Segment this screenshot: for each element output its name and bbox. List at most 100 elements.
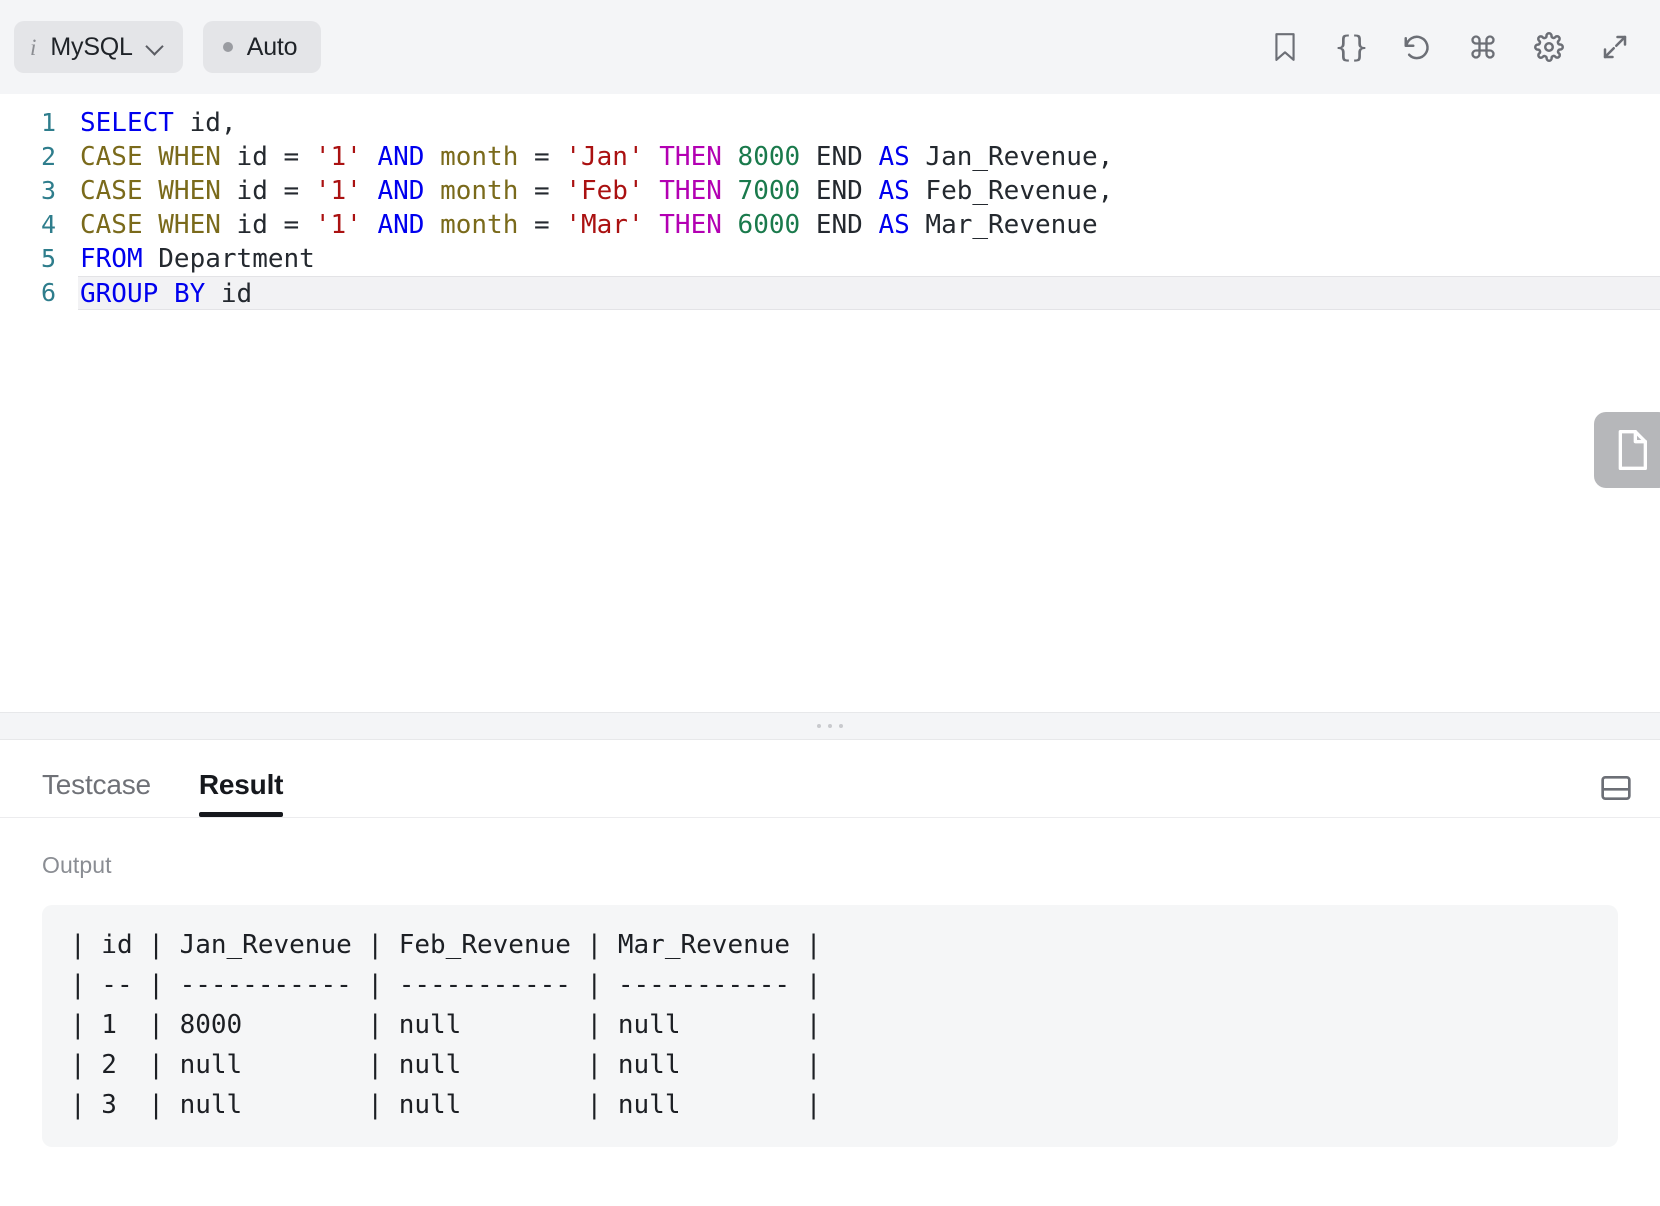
line-number: 5 — [40, 244, 56, 273]
tab-testcase[interactable]: Testcase — [42, 769, 151, 800]
gear-icon[interactable] — [1532, 30, 1566, 64]
line-text[interactable]: GROUP BY id — [78, 276, 1660, 310]
status-dot-icon — [222, 42, 233, 52]
line-number: 1 — [40, 108, 56, 137]
output-row: | id | Jan_Revenue | Feb_Revenue | Mar_R… — [70, 930, 822, 960]
code-token: '1' — [314, 176, 362, 206]
result-tabbar: Testcase Result — [0, 740, 1660, 818]
code-token: BY — [173, 279, 206, 309]
code-line[interactable]: 1 SELECT id, — [0, 106, 1660, 140]
line-text[interactable]: CASE WHEN id = '1' AND month = 'Mar' THE… — [78, 208, 1660, 242]
code-token: CASE — [80, 210, 143, 240]
code-token: 7000 — [737, 176, 801, 206]
expand-diagonal-icon[interactable] — [1598, 30, 1632, 64]
line-text[interactable]: FROM Department — [78, 242, 1660, 276]
code-token: Feb_Revenue, — [909, 176, 1114, 206]
code-token: END — [800, 176, 879, 206]
code-token: WHEN — [158, 142, 221, 172]
code-token: id — [205, 279, 253, 309]
braces-icon[interactable]: {} — [1334, 29, 1369, 64]
code-token — [362, 142, 378, 172]
code-token — [362, 210, 378, 240]
code-token: CASE — [80, 176, 143, 206]
code-token — [362, 176, 378, 206]
code-token: = — [518, 210, 566, 240]
code-token: CASE — [80, 142, 143, 172]
line-text[interactable]: CASE WHEN id = '1' AND month = 'Jan' THE… — [78, 140, 1660, 174]
output-row: | -- | ----------- | ----------- | -----… — [70, 970, 822, 1000]
code-token: month — [440, 142, 519, 172]
code-token — [424, 210, 440, 240]
code-token: '1' — [314, 210, 362, 240]
info-icon: i — [30, 34, 37, 60]
line-number: 4 — [40, 210, 56, 239]
splitter-dot — [839, 724, 843, 728]
code-token: 8000 — [737, 142, 801, 172]
code-token: THEN — [659, 176, 722, 206]
language-label: MySQL — [50, 32, 133, 61]
panel-layout-icon[interactable] — [1600, 773, 1632, 817]
toolbar-actions: {} — [1268, 30, 1632, 64]
output-row: | 1 | 8000 | null | null | — [70, 1010, 822, 1040]
bookmark-icon[interactable] — [1268, 30, 1302, 64]
code-token: id = — [220, 142, 315, 172]
code-token — [143, 210, 159, 240]
language-selector[interactable]: i MySQL — [14, 21, 183, 73]
code-token: SELECT — [80, 108, 174, 138]
code-token: THEN — [659, 210, 722, 240]
code-token: id = — [220, 210, 315, 240]
code-token: '1' — [314, 142, 362, 172]
panel-splitter[interactable] — [0, 712, 1660, 740]
code-token: month — [440, 210, 519, 240]
code-token: id = — [220, 176, 315, 206]
line-text[interactable]: SELECT id, — [78, 106, 1660, 140]
command-icon[interactable] — [1466, 30, 1500, 64]
code-line[interactable]: 2 CASE WHEN id = '1' AND month = 'Jan' TH… — [0, 140, 1660, 174]
line-text[interactable]: CASE WHEN id = '1' AND month = 'Feb' THE… — [78, 174, 1660, 208]
output-row: | 2 | null | null | null | — [70, 1050, 822, 1080]
code-line[interactable]: 4 CASE WHEN id = '1' AND month = 'Mar' TH… — [0, 208, 1660, 242]
code-token — [158, 279, 174, 309]
braces-glyph: {} — [1334, 29, 1369, 64]
code-token — [644, 142, 660, 172]
code-token: AND — [377, 176, 425, 206]
code-token: Department — [142, 244, 315, 274]
splitter-dot — [828, 724, 832, 728]
code-token: id, — [173, 108, 237, 138]
code-token: = — [518, 176, 566, 206]
code-token: Jan_Revenue, — [909, 142, 1114, 172]
code-token: FROM — [80, 244, 143, 274]
code-token: AS — [878, 142, 910, 172]
output-row: | 3 | null | null | null | — [70, 1090, 822, 1120]
code-token — [644, 176, 660, 206]
run-mode-toggle[interactable]: Auto — [202, 21, 322, 73]
file-document-icon[interactable] — [1594, 412, 1660, 488]
output-label: Output — [42, 852, 112, 878]
line-number: 6 — [40, 278, 56, 307]
code-token: month — [440, 176, 519, 206]
code-token — [722, 176, 738, 206]
code-token: THEN — [659, 142, 722, 172]
code-line[interactable]: 5 FROM Department — [0, 242, 1660, 276]
output-section: Output | id | Jan_Revenue | Feb_Revenue … — [0, 818, 1660, 1147]
code-token: 'Mar' — [565, 210, 644, 240]
code-token — [424, 176, 440, 206]
code-token: = — [518, 142, 566, 172]
code-line[interactable]: 6 GROUP BY id — [0, 276, 1660, 310]
history-undo-icon[interactable] — [1400, 30, 1434, 64]
code-token: 'Jan' — [565, 142, 644, 172]
line-number: 2 — [40, 142, 56, 171]
code-token — [644, 210, 660, 240]
code-token: AND — [377, 210, 425, 240]
code-token: GROUP — [80, 279, 159, 309]
code-token — [143, 142, 159, 172]
code-token: WHEN — [158, 210, 221, 240]
code-token: 6000 — [737, 210, 801, 240]
tab-result[interactable]: Result — [198, 769, 284, 817]
code-token — [424, 142, 440, 172]
code-token — [143, 176, 159, 206]
code-token: AS — [878, 210, 910, 240]
